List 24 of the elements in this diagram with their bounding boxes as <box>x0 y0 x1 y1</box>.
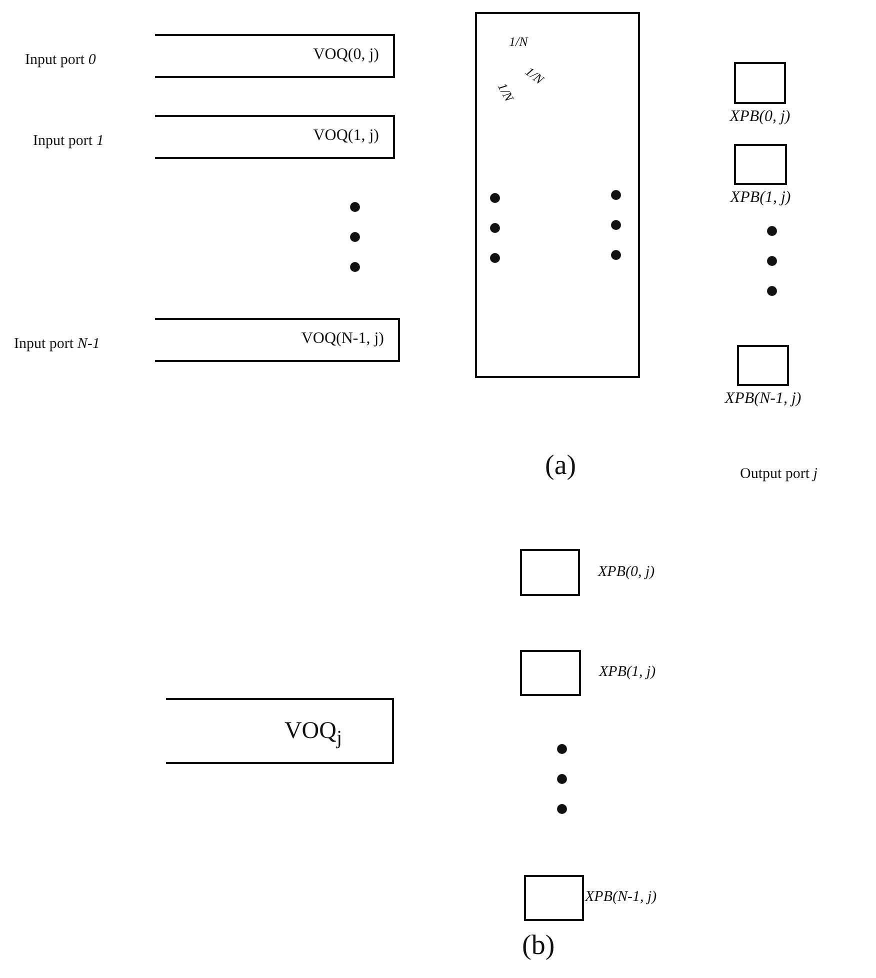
port-label: Input port 1 <box>33 133 104 150</box>
weight-label: 1/N <box>494 80 517 104</box>
output-port-label: Output port j <box>740 466 818 483</box>
buffer-label: XPB(1, j) <box>599 664 656 681</box>
queue-box <box>155 115 395 159</box>
weight-label: 1/N <box>522 64 547 88</box>
buffer-label: XPB(1, j) <box>730 189 791 207</box>
weight-label: 1/N <box>509 34 528 50</box>
queue-box <box>155 34 395 78</box>
buffer-label: XPB(0, j) <box>730 108 790 126</box>
crossbar-box <box>475 12 640 378</box>
queue-label: VOQ(1, j) <box>313 127 379 145</box>
port-label: Input port N-1 <box>14 336 100 353</box>
panel-label: (b) <box>522 930 555 962</box>
buffer-label: XPB(N-1, j) <box>585 889 657 906</box>
queue-box <box>166 698 394 764</box>
buffer-label: XPB(0, j) <box>598 564 655 580</box>
queue-box <box>155 318 400 362</box>
queue-label: VOQ(0, j) <box>313 46 379 64</box>
buffer-label: XPB(N-1, j) <box>724 390 802 408</box>
panel-label: (a) <box>545 450 576 482</box>
queue-label: VOQ$_{j}$ <box>284 718 342 750</box>
port-label: Input port 0 <box>25 52 96 69</box>
queue-label: VOQ(N-1, j) <box>301 330 384 348</box>
